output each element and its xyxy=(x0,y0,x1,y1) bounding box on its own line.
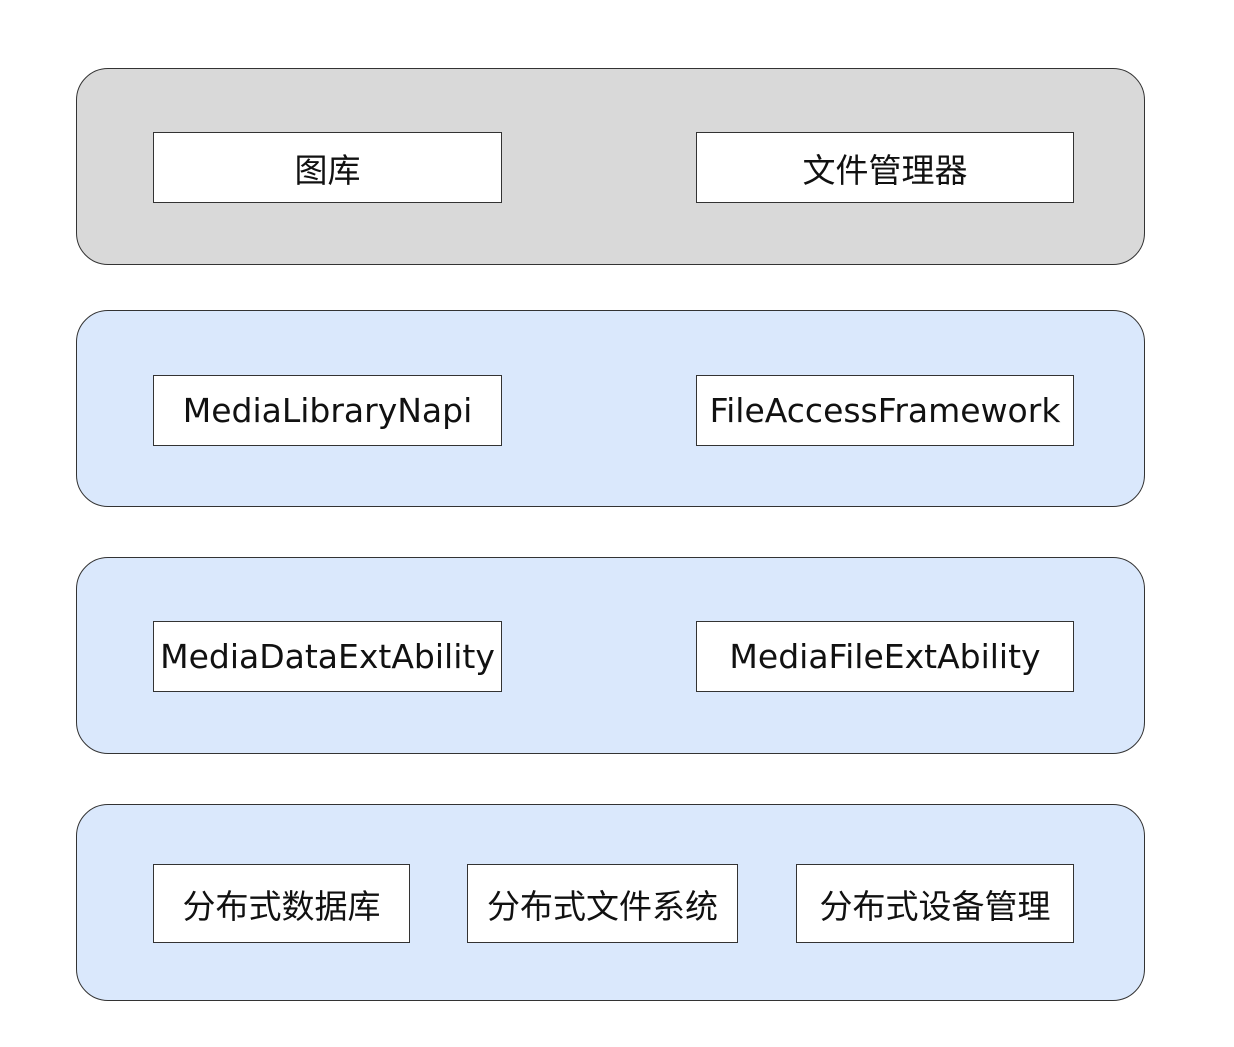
media-data-ext-ability-box: MediaDataExtAbility xyxy=(153,621,502,692)
file-manager-box: 文件管理器 xyxy=(696,132,1074,203)
distributed-device-manager-box: 分布式设备管理 xyxy=(796,864,1074,943)
distributed-database-box: 分布式数据库 xyxy=(153,864,410,943)
framework-layer: MediaLibraryNapi FileAccessFramework xyxy=(76,310,1145,507)
distributed-file-system-box: 分布式文件系统 xyxy=(467,864,738,943)
extension-ability-layer: MediaDataExtAbility MediaFileExtAbility xyxy=(76,557,1145,754)
media-library-napi-box: MediaLibraryNapi xyxy=(153,375,502,446)
distributed-service-layer: 分布式数据库 分布式文件系统 分布式设备管理 xyxy=(76,804,1145,1001)
application-layer: 图库 文件管理器 xyxy=(76,68,1145,265)
media-file-ext-ability-box: MediaFileExtAbility xyxy=(696,621,1074,692)
file-access-framework-box: FileAccessFramework xyxy=(696,375,1074,446)
gallery-box: 图库 xyxy=(153,132,502,203)
